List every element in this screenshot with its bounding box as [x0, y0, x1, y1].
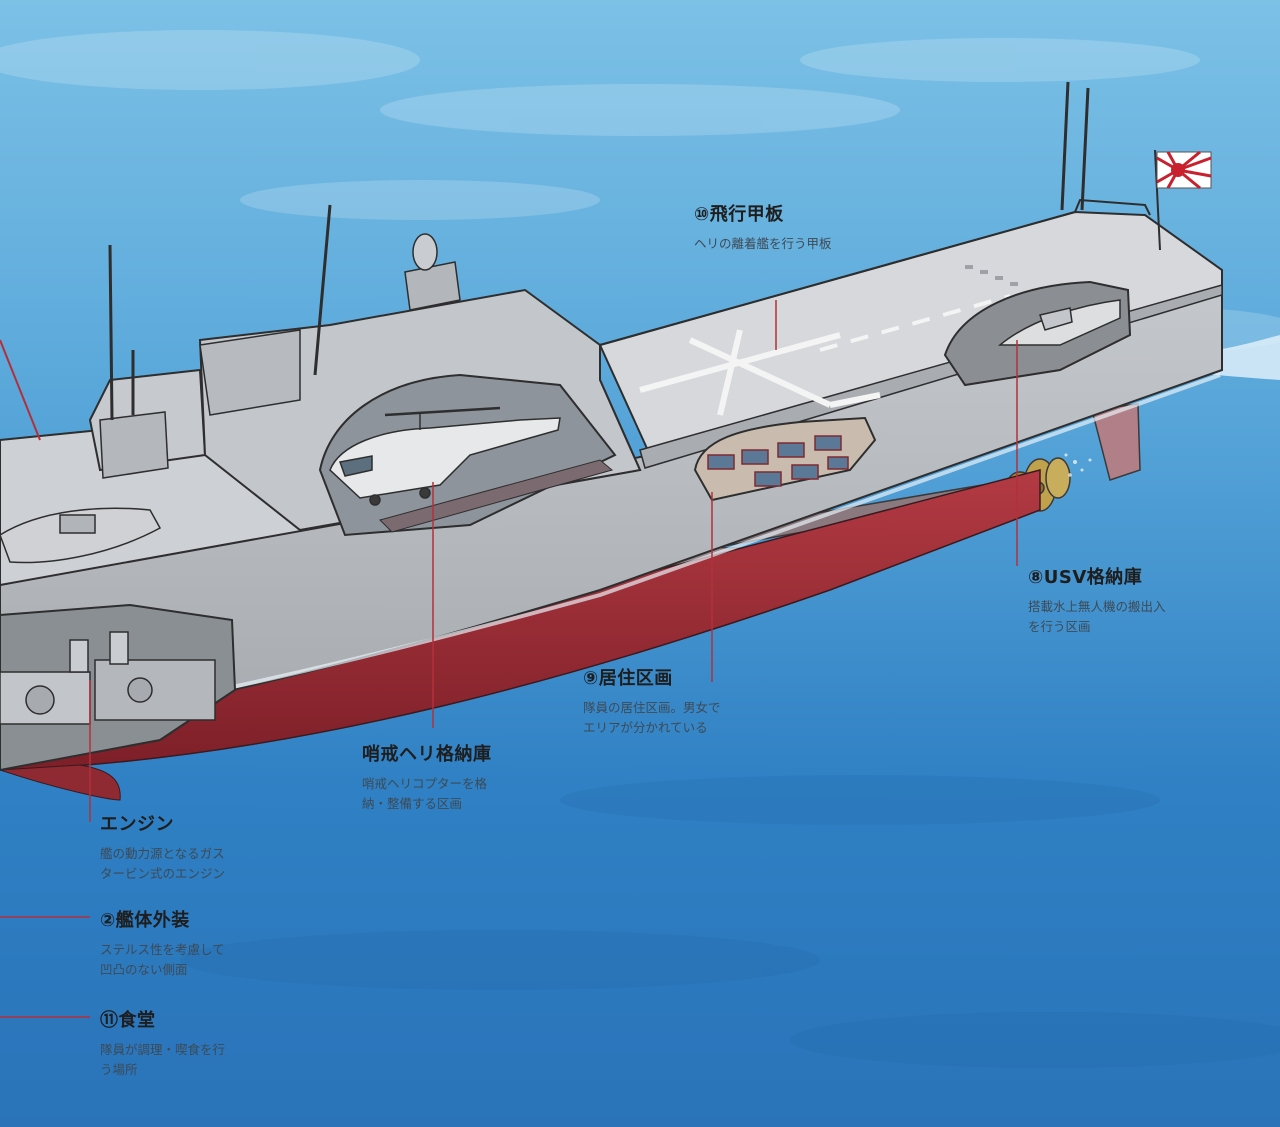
desc-line: 隊員の居住区画。男女で: [583, 700, 721, 715]
mess-hall-title: ⑪食堂: [100, 1010, 156, 1031]
hull-title: ②艦体外装: [100, 910, 190, 931]
forward-mast: [108, 244, 114, 421]
callout-flight-deck: ⑩飛行甲板 ヘリの離着艦を行う甲板: [694, 200, 832, 254]
desc-line: 隊員が調理・喫食を行: [100, 1042, 226, 1057]
engine-description: 艦の動力源となるガス タービン式のエンジン: [100, 844, 225, 884]
desc-line: 凹凸のない側面: [100, 962, 188, 977]
desc-line: う場所: [100, 1062, 138, 1077]
rigging-line: [0, 339, 41, 441]
bridge-block: [199, 329, 301, 416]
aft-mast-1: [1060, 81, 1070, 211]
desc-line: 艦の動力源となるガス: [100, 846, 225, 861]
desc-line: 哨戒ヘリコプターを格: [362, 776, 488, 791]
propeller-spray: [1064, 453, 1092, 477]
usv-boat-icon: [997, 299, 1121, 346]
flight-deck-railing: [599, 198, 1151, 346]
main-mast: [313, 204, 332, 376]
rising-sun-flag-icon: [1156, 150, 1212, 190]
callout-hull: ②艦体外装 ステルス性を考慮して 凹凸のない側面: [100, 906, 225, 980]
deck-tie-downs: [965, 265, 1018, 286]
helicopter-icon: [329, 406, 561, 506]
wave-shadows: [180, 775, 1280, 1068]
desc-line: ステルス性を考慮して: [100, 942, 225, 957]
leader-lines: [0, 300, 1018, 1018]
desc-line: エリアが分かれている: [583, 720, 708, 735]
flag-pole: [1154, 149, 1161, 251]
heli-hangar-title: 哨戒ヘリ格納庫: [362, 744, 492, 765]
mess-hall-description: 隊員が調理・喫食を行 う場所: [100, 1040, 225, 1080]
flight-deck-title: ⑩飛行甲板: [694, 204, 784, 225]
flight-deck-markings: [639, 294, 1011, 416]
radar-housing: [404, 261, 461, 311]
usv-hangar-description: 搭載水上無人機の搬出入 を行う区画: [1028, 597, 1166, 637]
desc-line: タービン式のエンジン: [100, 866, 226, 881]
desc-line: ヘリの離着艦を行う甲板: [694, 236, 832, 251]
living-quarters-title: ⑨居住区画: [583, 668, 673, 689]
hull-description: ステルス性を考慮して 凹凸のない側面: [100, 940, 225, 980]
desc-line: 納・整備する区画: [362, 796, 463, 811]
living-quarters-description: 隊員の居住区画。男女で エリアが分かれている: [583, 698, 721, 738]
hangar-floor: [379, 459, 614, 533]
berth-compartments: [707, 435, 849, 487]
usv-hangar-title: ⑧USV格納庫: [1028, 567, 1143, 588]
radar-dome: [412, 233, 438, 271]
callout-heli-hangar: 哨戒ヘリ格納庫 哨戒ヘリコプターを格 納・整備する区画: [362, 740, 492, 814]
aft-mast-2: [1080, 87, 1090, 211]
forward-deckhouse: [99, 411, 169, 479]
engine-title: エンジン: [100, 814, 174, 835]
callout-mess-hall: ⑪食堂 隊員が調理・喫食を行 う場所: [100, 1006, 225, 1080]
forward-boat-icon: [0, 507, 162, 564]
desc-line: 搭載水上無人機の搬出入: [1028, 599, 1166, 614]
heli-hangar-description: 哨戒ヘリコプターを格 納・整備する区画: [362, 774, 492, 814]
flight-deck-description: ヘリの離着艦を行う甲板: [694, 234, 832, 254]
callout-living-quarters: ⑨居住区画 隊員の居住区画。男女で エリアが分かれている: [583, 664, 721, 738]
desc-line: を行う区画: [1028, 619, 1091, 634]
gas-turbine-engine-icon: [0, 631, 216, 725]
callout-usv-hangar: ⑧USV格納庫 搭載水上無人機の搬出入 を行う区画: [1028, 563, 1166, 637]
callout-engine: エンジン 艦の動力源となるガス タービン式のエンジン: [100, 810, 225, 884]
